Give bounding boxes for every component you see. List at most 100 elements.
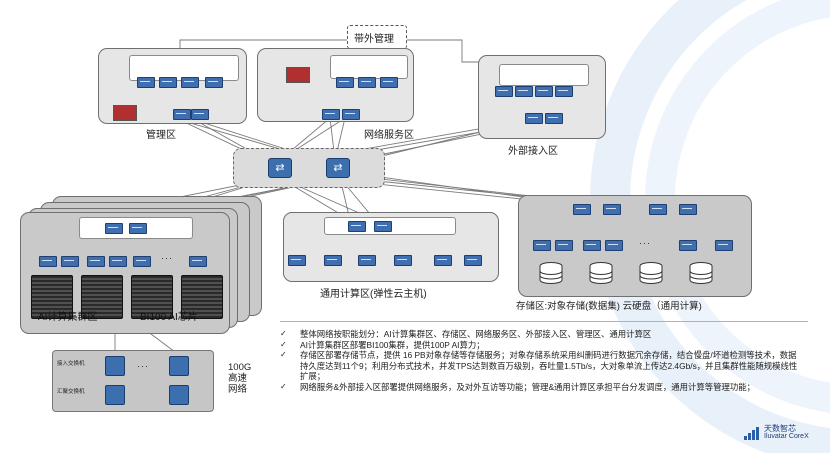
storage-spine-3 <box>649 204 667 215</box>
note-item-4: ✓ 网络服务&外部接入区部署提供网络服务，及对外互访等功能；管理&通用计算区承担平… <box>280 382 800 393</box>
storage-leaf-4 <box>605 240 623 251</box>
ai-spine-switch-1 <box>105 223 123 234</box>
netservice-switch-3 <box>380 77 398 88</box>
storage-spine-1 <box>573 204 591 215</box>
oob-management-box: 带外管理 <box>347 25 407 49</box>
external-core-2 <box>545 113 563 124</box>
ai-leaf-dots: ··· <box>161 253 173 263</box>
core-router-2: ⇄ <box>326 158 350 178</box>
check-icon: ✓ <box>280 350 287 359</box>
storage-leaf-dots: ··· <box>639 238 651 248</box>
notes-divider <box>280 321 808 322</box>
mgmt-server-rack <box>113 105 137 121</box>
general-leaf-4 <box>394 255 412 266</box>
fabric-switch-area: 接入交换机 汇聚交换机 ··· <box>52 350 214 412</box>
external-switch-1 <box>495 86 513 97</box>
ai-cluster-zone: ··· <box>20 212 230 334</box>
storage-leaf-6 <box>715 240 733 251</box>
netservice-switch-2 <box>358 77 376 88</box>
logo-mark-icon <box>744 427 759 440</box>
storage-leaf-5 <box>679 240 697 251</box>
netservice-core-1 <box>322 109 340 120</box>
note-item-3: ✓ 存储区部署存储节点，提供 16 PB对象存储等存储服务；对象存储系统采用纠删码… <box>280 350 800 382</box>
ai-leaf-switch-4 <box>109 256 127 267</box>
storage-spine-2 <box>603 204 621 215</box>
aggregation-switch-icon-1 <box>105 385 125 405</box>
external-switch-3 <box>535 86 553 97</box>
storage-disk-icon-2 <box>589 262 613 284</box>
oob-label: 带外管理 <box>354 34 394 45</box>
core-switch-area: ⇄ ⇄ <box>233 148 385 188</box>
access-switch-label: 接入交换机 <box>57 361 85 367</box>
ai-leaf-switch-2 <box>61 256 79 267</box>
storage-zone-label: 存储区:对象存储(数据集) 云硬盘（通用计算) <box>516 301 702 312</box>
aggregation-switch-icon-2 <box>169 385 189 405</box>
ai-leaf-switch-1 <box>39 256 57 267</box>
mgmt-switch-3 <box>181 77 199 88</box>
brand-logo: 天数智芯 Iluvatar CoreX <box>744 420 828 448</box>
core-router-1: ⇄ <box>268 158 292 178</box>
logo-en-text: Iluvatar CoreX <box>764 433 809 440</box>
general-leaf-5 <box>434 255 452 266</box>
mgmt-switch-4 <box>205 77 223 88</box>
management-zone <box>98 48 247 124</box>
network-service-zone-label: 网络服务区 <box>364 130 414 141</box>
external-switch-2 <box>515 86 533 97</box>
access-switch-icon-1 <box>105 356 125 376</box>
ai-leaf-switch-6 <box>189 256 207 267</box>
storage-disk-icon-3 <box>639 262 663 284</box>
bi100-label: BI100 AI芯片 <box>140 312 198 323</box>
general-leaf-3 <box>358 255 376 266</box>
ai-server-rack-4 <box>181 275 223 319</box>
ai-server-rack-1 <box>31 275 73 319</box>
general-leaf-1 <box>288 255 306 266</box>
storage-zone: ··· <box>518 195 752 297</box>
ai-leaf-switch-5 <box>133 256 151 267</box>
note-text-3: 存储区部署存储节点，提供 16 PB对象存储等存储服务；对象存储系统采用纠删码进… <box>300 350 798 381</box>
note-item-2: ✓ AI计算集群区部署BI100集群，提供100P AI算力； <box>280 340 800 351</box>
note-text-1: 整体网络按职能划分：AI计算集群区、存储区、网络服务区、外部接入区、管理区、通用… <box>300 329 652 339</box>
fabric-dots: ··· <box>137 361 149 371</box>
mgmt-switch-2 <box>159 77 177 88</box>
check-icon: ✓ <box>280 381 287 391</box>
logo-cn-text: 天数智芯 <box>764 424 796 433</box>
general-spine-2 <box>374 221 392 232</box>
note-text-2: AI计算集群区部署BI100集群，提供100P AI算力； <box>300 339 485 350</box>
external-access-zone <box>478 55 606 139</box>
ai-cluster-zone-label: AI计算集群区 <box>38 312 98 323</box>
storage-leaf-3 <box>583 240 601 251</box>
mgmt-core-switch-1 <box>173 109 191 120</box>
general-compute-zone-label: 通用计算区(弹性云主机) <box>320 289 427 300</box>
check-icon: ✓ <box>280 329 287 338</box>
general-leaf-2 <box>324 255 342 266</box>
ai-server-rack-3 <box>131 275 173 319</box>
note-item-1: ✓ 整体网络按职能划分：AI计算集群区、存储区、网络服务区、外部接入区、管理区、通… <box>280 329 800 340</box>
aggregation-switch-label: 汇聚交换机 <box>57 389 85 395</box>
check-icon: ✓ <box>280 339 287 349</box>
storage-disk-icon-4 <box>689 262 713 284</box>
general-compute-zone <box>283 212 499 282</box>
network-service-zone <box>257 48 414 122</box>
fabric-speed-label: 100G 高速 网络 <box>228 362 252 395</box>
netservice-inner-box <box>330 55 408 79</box>
external-inner-box <box>499 64 589 86</box>
mgmt-switch-1 <box>137 77 155 88</box>
storage-leaf-1 <box>533 240 551 251</box>
management-inner-box <box>129 55 239 81</box>
general-spine-1 <box>348 221 366 232</box>
general-leaf-6 <box>464 255 482 266</box>
netservice-core-2 <box>342 109 360 120</box>
ai-leaf-switch-3 <box>87 256 105 267</box>
netservice-switch-1 <box>336 77 354 88</box>
management-zone-label: 管理区 <box>146 130 176 141</box>
external-access-zone-label: 外部接入区 <box>508 146 558 157</box>
note-text-4: 网络服务&外部接入区部署提供网络服务，及对外互访等功能；管理&通用计算区承担平台… <box>300 381 756 392</box>
storage-spine-4 <box>679 204 697 215</box>
netservice-firewall <box>286 67 310 83</box>
external-core-1 <box>525 113 543 124</box>
access-switch-icon-2 <box>169 356 189 376</box>
storage-disk-icon-1 <box>539 262 563 284</box>
ai-server-rack-2 <box>81 275 123 319</box>
storage-leaf-2 <box>555 240 573 251</box>
ai-spine-switch-2 <box>129 223 147 234</box>
